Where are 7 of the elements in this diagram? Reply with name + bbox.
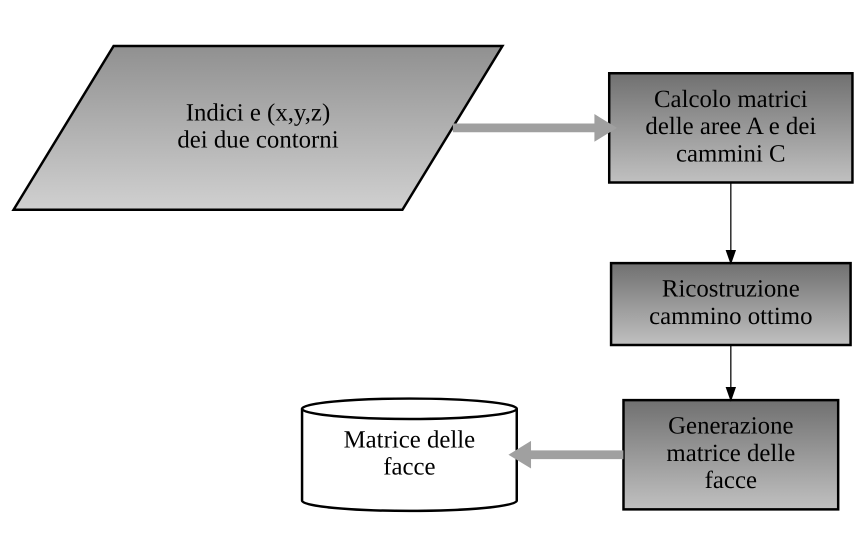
arrow	[726, 182, 736, 264]
arrow	[508, 440, 624, 468]
arrow	[452, 114, 617, 142]
node-box: Calcolo matrici delle aree A e dei cammini C	[608, 72, 854, 184]
arrow	[726, 344, 736, 402]
node-box: Ricostruzione cammino ottimo	[610, 261, 852, 346]
node-box: Generazione matrice delle facce	[622, 398, 840, 510]
